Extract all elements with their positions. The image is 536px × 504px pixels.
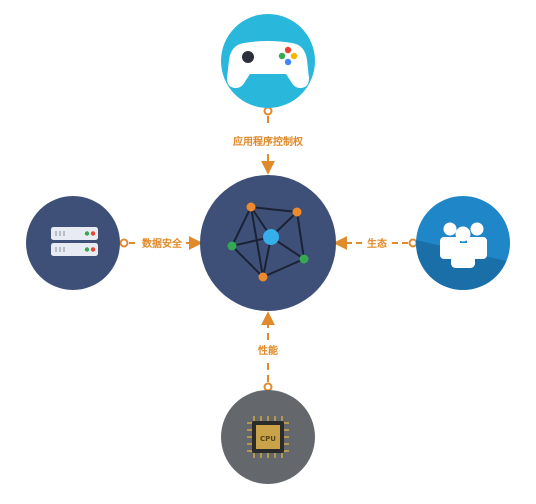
cpu-chip-label: CPU <box>260 435 276 443</box>
top-node <box>221 14 315 108</box>
connector-left-start-dot <box>119 238 129 248</box>
server-icon <box>51 227 98 256</box>
left-node <box>26 196 120 290</box>
bottom-node: CPU <box>221 390 315 484</box>
right-node <box>416 196 510 290</box>
connector-top-label: 应用程序控制权 <box>233 135 304 148</box>
gamepad-icon <box>227 41 309 88</box>
connector-right-label: 生态 <box>367 237 387 250</box>
connector-bottom-start-dot <box>263 382 273 392</box>
connector-bottom: 性能 <box>257 311 278 392</box>
connector-left-label: 数据安全 <box>142 237 183 250</box>
users-group-icon <box>440 222 487 268</box>
cpu-chip-icon: CPU <box>247 416 289 458</box>
connector-top-start-dot <box>263 106 273 116</box>
connector-left: 数据安全 <box>119 236 203 250</box>
center-node <box>200 175 336 311</box>
connector-right: 生态 <box>333 236 418 250</box>
network-graph-icon <box>227 202 309 282</box>
connector-right-start-dot <box>408 238 418 248</box>
connector-bottom-label: 性能 <box>257 344 278 357</box>
connector-top: 应用程序控制权 <box>233 106 304 175</box>
